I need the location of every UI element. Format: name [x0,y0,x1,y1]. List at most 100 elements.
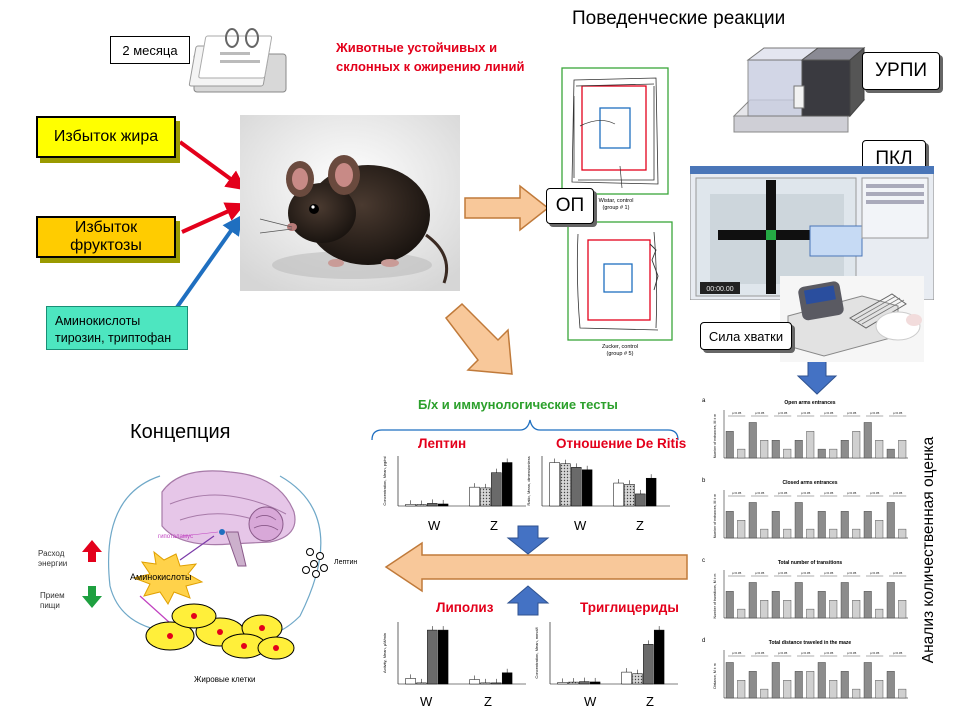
analysis-bar-3-8 [817,662,826,699]
analysis-bar-0-3 [760,440,769,459]
fructose-arrow [181,202,246,234]
amino-arrow [173,214,243,312]
analysis-ylabel-0: Number of entrances, M ± m [713,414,717,458]
behavior-title: Поведенческие реакции [572,8,786,29]
amino-line1: Аминокислоты [55,314,141,328]
analysis-pval-2-2: p<0.05 [778,571,788,575]
maze2-caption2: (group # 5) [607,351,634,357]
analysis-pval-3-5: p<0.05 [847,651,857,655]
energy-line2: энергии [38,559,67,568]
analysis-bar-1-13 [875,520,884,539]
fat-cells-label: Жировые клетки [194,675,256,684]
analysis-pval-1-2: p<0.05 [778,491,788,495]
hypothalamus-label: гипоталамус [158,534,193,540]
analysis-bar-2-2 [748,582,757,619]
analysis-bar-2-9 [829,600,838,619]
analysis-letter-2: c [702,558,705,564]
analysis-panel-title-0: Open arms entrances [784,400,835,406]
fat-excess-label: Избыток жира [53,128,159,145]
lipolysis-chart-title: Липолиз [436,600,494,615]
maze1-caption2: (group # 1) [603,205,630,211]
intake-line1: Прием [40,591,65,600]
bar-3-Z-2 [643,644,654,685]
fructose-excess-box: Избыток фруктозы [36,216,176,258]
bar-0-W-0 [405,504,416,507]
bar-1-W-3 [581,469,593,507]
analysis-ylabel-1: Number of entrances, M ± m [713,494,717,538]
bar-0-Z-1 [480,487,491,507]
op-callout: ОП [546,188,594,224]
ylabel-3: Concentration, Mean, mmol/l [534,627,539,678]
behavior-down-arrow [796,357,838,395]
bar-0-Z-2 [491,472,502,507]
bar-2-Z-2 [491,682,502,685]
analysis-bar-2-11 [852,600,861,619]
analysis-pval-0-0: p<0.05 [732,411,742,415]
analysis-bar-2-7 [806,608,815,619]
analysis-bar-0-5 [783,448,792,459]
deritis-chart: Ratio, Mean, dimensionless [526,456,670,507]
analysis-panel-title-3: Total distance traveled in the maze [769,640,852,646]
biochem-bracket [371,419,679,441]
analysis-bar-0-7 [806,431,815,459]
analysis-bar-0-8 [817,448,826,459]
timer-readout: 00:00.00 [706,286,733,293]
bar-3-Z-0 [621,671,632,685]
analysis-bar-0-10 [840,440,849,459]
mouse-photo [240,115,460,291]
analysis-bar-2-12 [863,591,872,619]
bar-2-W-1 [416,682,427,685]
bar-1-Z-1 [624,484,635,507]
open-field-maze-wistar: Wistar, control (group # 1) [561,67,669,211]
analysis-bar-2-15 [898,600,907,619]
deritis-chart-title: Отношение De Ritis [556,436,687,451]
analysis-bar-1-5 [783,528,792,539]
analysis-bar-3-15 [898,688,907,699]
analysis-bar-0-0 [725,431,734,459]
analysis-pval-0-5: p<0.05 [847,411,857,415]
analysis-pval-0-3: p<0.05 [801,411,811,415]
analysis-pval-1-5: p<0.05 [847,491,857,495]
bar-3-Z-1 [632,673,643,685]
analysis-letter-0: a [702,398,706,404]
analysis-pval-1-7: p<0.05 [893,491,903,495]
analysis-bar-1-3 [760,528,769,539]
open-field-maze-zucker: Zucker, control (group # 5) [567,221,673,357]
analysis-pval-0-2: p<0.05 [778,411,788,415]
analysis-pval-1-0: p<0.05 [732,491,742,495]
leptin-chart: Concentration, Mean, pg/ml [382,456,526,507]
analysis-bar-1-6 [794,502,803,539]
analysis-pval-2-1: p<0.05 [755,571,765,575]
analysis-pval-1-4: p<0.05 [824,491,834,495]
leptin-w-label: W [428,518,441,533]
analysis-bar-0-6 [794,440,803,459]
lipolysis-z-label: Z [484,694,492,709]
grip-strength-callout: Сила хватки [700,322,792,350]
bar-2-W-0 [405,678,416,685]
analysis-bar-3-12 [863,662,872,699]
analysis-bar-0-1 [737,448,746,459]
bar-1-Z-2 [635,493,646,507]
analysis-pval-2-0: p<0.05 [732,571,742,575]
leptin-chart-title: Лептин [418,436,467,451]
analysis-pval-3-2: p<0.05 [778,651,788,655]
analysis-bar-2-14 [886,582,895,619]
bar-3-W-3 [589,681,601,685]
analysis-pval-3-4: p<0.05 [824,651,834,655]
bar-0-W-2 [427,503,438,507]
analysis-title: Анализ количественная оценка [920,436,937,664]
calendar-icon [188,28,287,93]
analysis-ylabel-2: Number of transitions, M ± m [713,573,717,618]
triglycerides-w-label: W [584,694,597,709]
analysis-bar-1-7 [806,528,815,539]
analysis-bar-0-4 [771,440,780,459]
bar-2-W-2 [427,629,438,685]
analysis-bar-3-4 [771,662,780,699]
analysis-pval-1-6: p<0.05 [870,491,880,495]
analysis-bar-3-13 [875,680,884,699]
fructose-excess-label: Избыток фруктозы [70,219,142,254]
analysis-bar-2-13 [875,608,884,619]
analysis-bar-0-15 [898,440,907,459]
analysis-bar-3-6 [794,671,803,699]
concept-diagram: гипоталамус Аминокислоты Расход энергии … [38,470,357,684]
